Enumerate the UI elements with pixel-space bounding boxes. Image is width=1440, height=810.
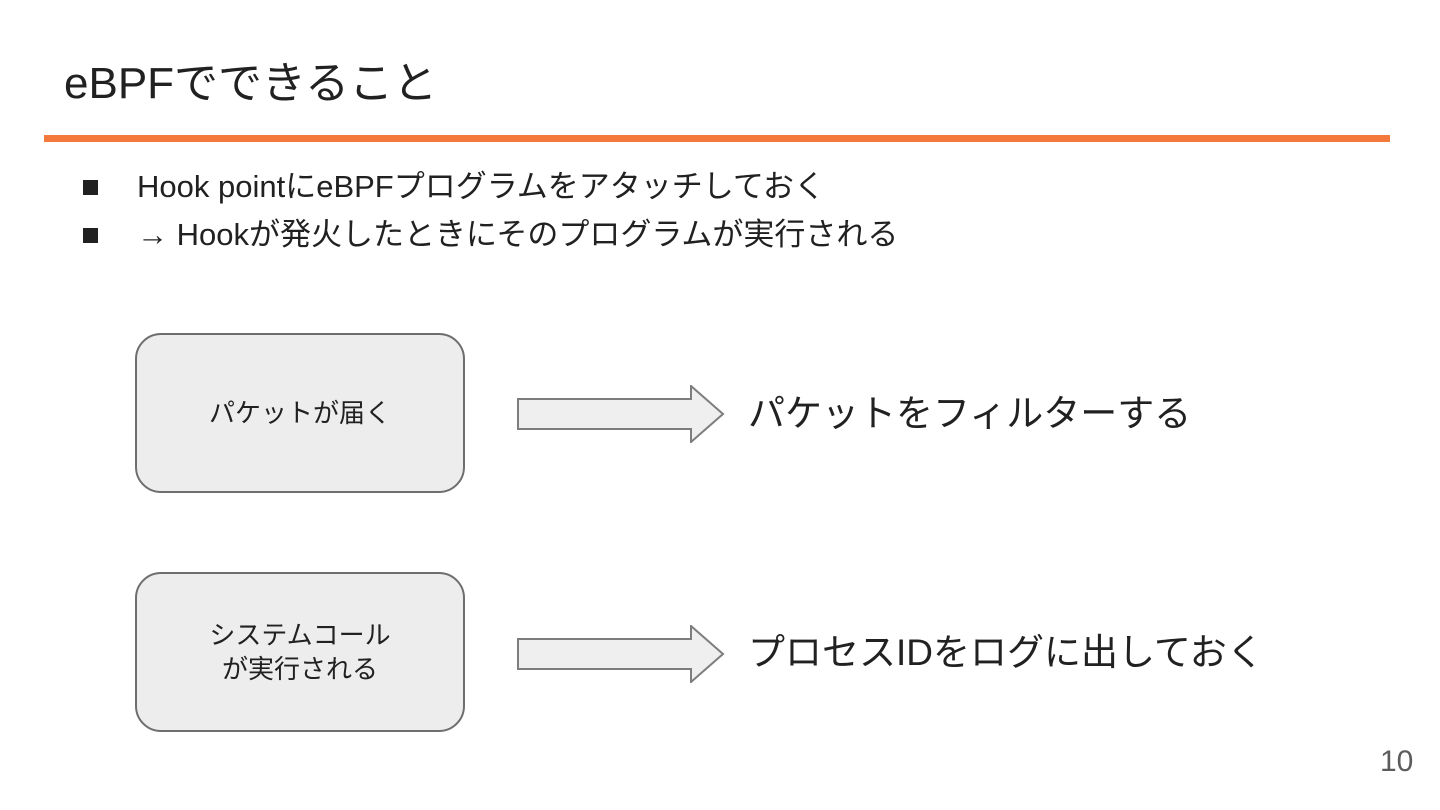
square-bullet-icon xyxy=(83,228,98,243)
title-divider xyxy=(44,135,1390,142)
flow-label: プロセスIDをログに出しておく xyxy=(748,632,1264,673)
flow-box-line: が実行される xyxy=(221,654,378,684)
page-title: eBPFでできること xyxy=(64,59,438,108)
bullet-list: Hook pointにeBPFプログラムをアタッチしておく → Hookが発火し… xyxy=(83,163,898,259)
flow-box-line: システムコール xyxy=(209,620,391,650)
flow-box-line: パケットが届く xyxy=(208,398,391,428)
right-arrow-icon xyxy=(517,625,725,683)
square-bullet-icon xyxy=(83,180,98,195)
right-arrow-icon xyxy=(517,385,725,443)
flow-label: パケットをフィルターする xyxy=(748,393,1192,434)
bullet-item: → Hookが発火したときにそのプログラムが実行される xyxy=(83,211,898,259)
bullet-text: → Hookが発火したときにそのプログラムが実行される xyxy=(137,217,899,252)
flow-box-syscall: システムコール が実行される xyxy=(135,572,465,732)
flow-box-packet: パケットが届く xyxy=(135,333,465,493)
bullet-text: Hook pointにeBPFプログラムをアタッチしておく xyxy=(137,169,825,204)
page-number: 10 xyxy=(1380,745,1414,778)
bullet-item: Hook pointにeBPFプログラムをアタッチしておく xyxy=(83,163,898,211)
